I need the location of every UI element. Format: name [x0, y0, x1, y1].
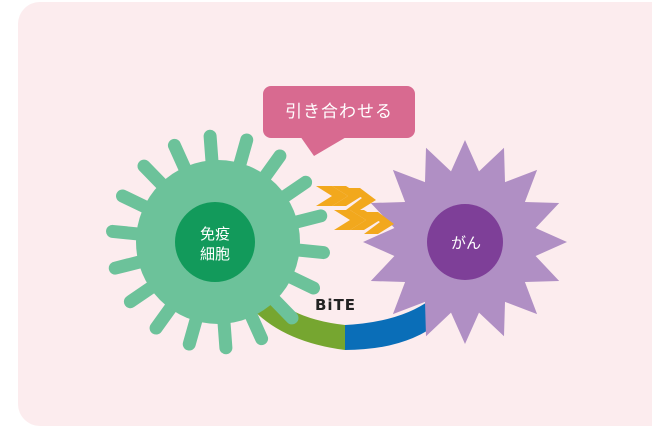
immune-cell-label: 免疫 細胞	[178, 224, 252, 264]
immune-cell-nucleus	[175, 202, 255, 282]
cancer-cell-nucleus	[427, 204, 503, 280]
callout-tail	[300, 136, 348, 156]
arrow-icon	[364, 212, 394, 234]
callout-bubble	[263, 86, 415, 138]
arrow-icon	[346, 188, 376, 210]
attraction-arrows	[316, 186, 394, 234]
immune-cell-label-line1: 免疫	[199, 225, 230, 243]
bite-label: BiTE	[315, 296, 357, 314]
callout-text: 引き合わせる	[285, 102, 393, 122]
arrow-icon	[350, 210, 380, 230]
cancer-cell-label: がん	[450, 234, 481, 252]
arrow-icon	[332, 186, 362, 206]
immune-cell-label-line2: 細胞	[199, 245, 230, 263]
bite-connector-right	[345, 300, 440, 350]
